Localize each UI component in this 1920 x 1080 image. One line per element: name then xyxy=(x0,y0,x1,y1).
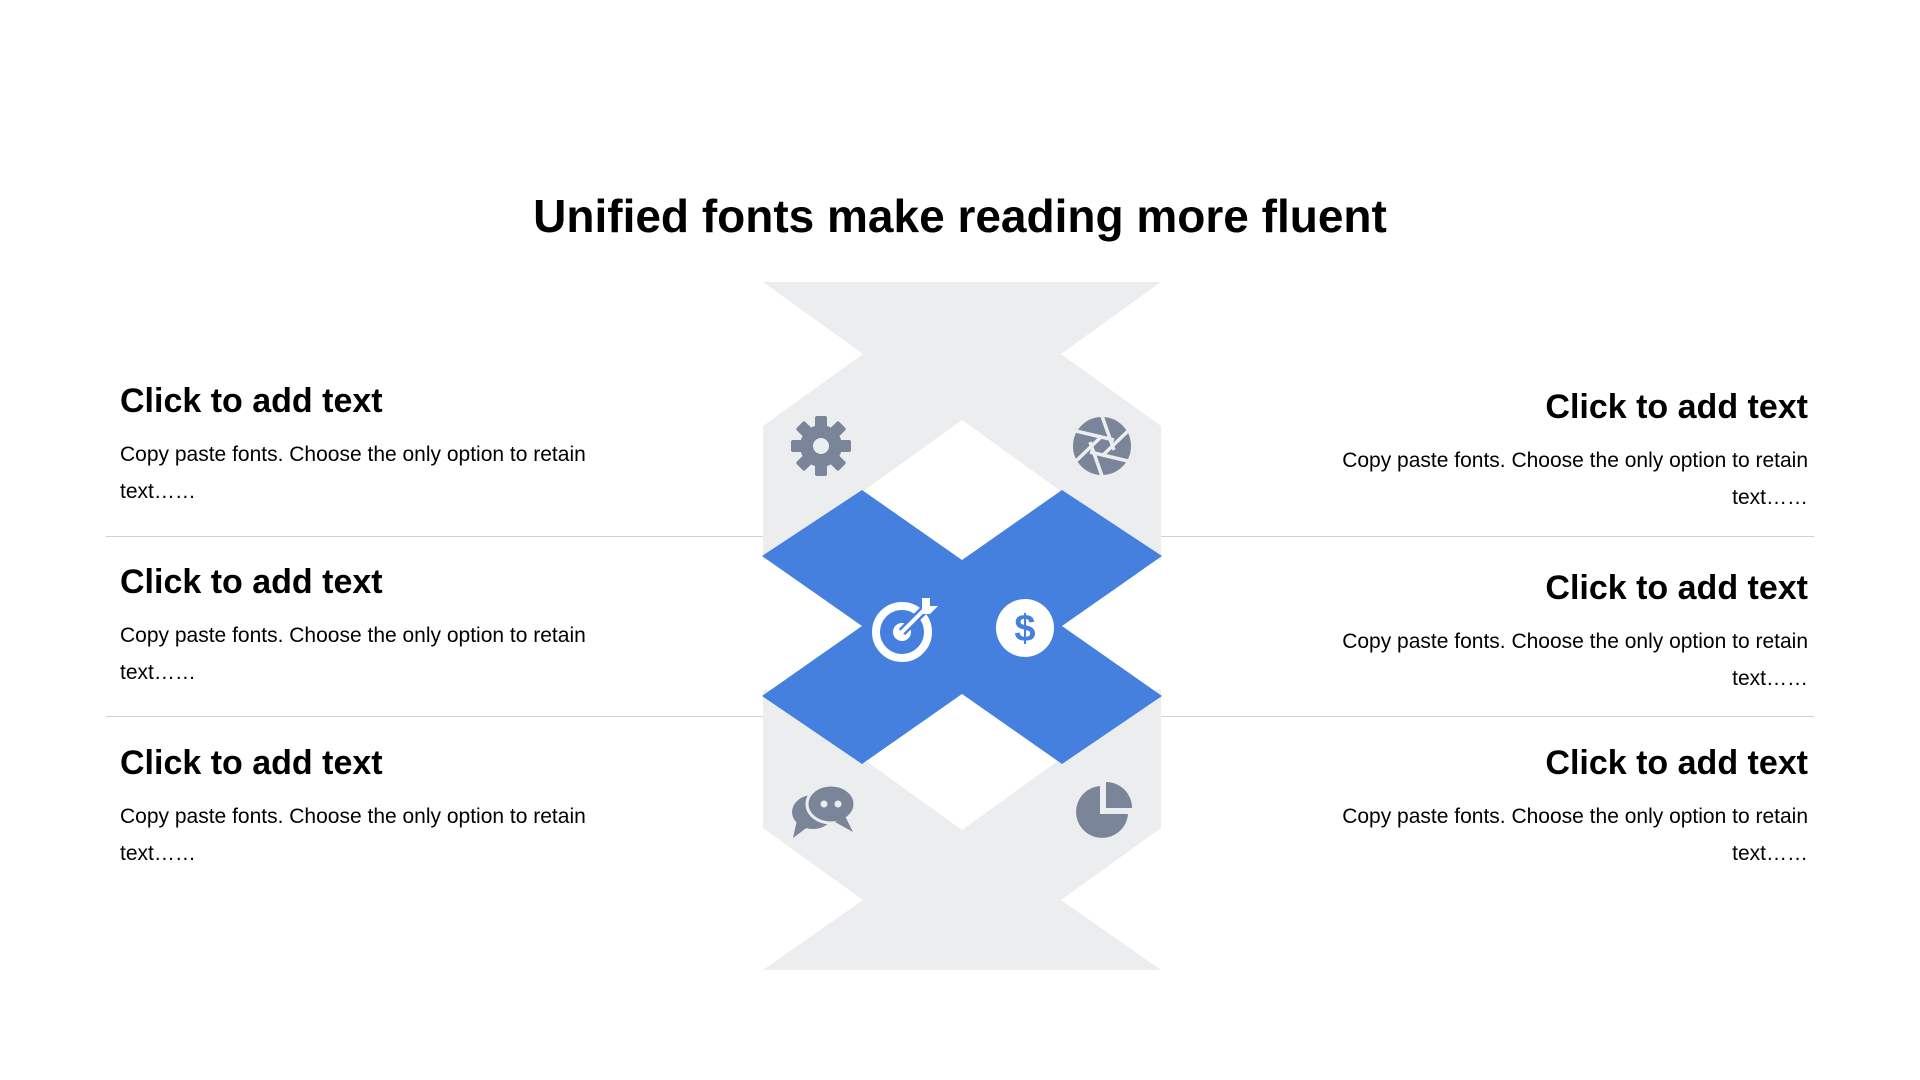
left-item-3: Click to add text Copy paste fonts. Choo… xyxy=(120,742,680,872)
left-item-3-heading[interactable]: Click to add text xyxy=(120,744,383,782)
right-item-2-body[interactable]: Copy paste fonts. Choose the only option… xyxy=(1342,630,1808,690)
right-item-1: Click to add text Copy paste fonts. Choo… xyxy=(1248,386,1808,516)
left-item-2-body[interactable]: Copy paste fonts. Choose the only option… xyxy=(120,624,586,684)
left-item-1-heading[interactable]: Click to add text xyxy=(120,382,383,420)
chat-icon xyxy=(792,783,857,838)
right-item-2: Click to add text Copy paste fonts. Choo… xyxy=(1248,567,1808,697)
aperture-icon xyxy=(1071,415,1133,477)
dollar-icon: $ xyxy=(996,599,1054,657)
gear-icon xyxy=(791,416,851,476)
left-item-1-body[interactable]: Copy paste fonts. Choose the only option… xyxy=(120,443,586,503)
blue-cross xyxy=(762,490,1162,764)
left-item-2: Click to add text Copy paste fonts. Choo… xyxy=(120,561,680,691)
right-item-3-body[interactable]: Copy paste fonts. Choose the only option… xyxy=(1342,805,1808,865)
right-item-3-heading[interactable]: Click to add text xyxy=(1545,744,1808,782)
target-icon xyxy=(872,598,938,662)
svg-text:$: $ xyxy=(1014,608,1035,650)
left-item-3-body[interactable]: Copy paste fonts. Choose the only option… xyxy=(120,805,586,865)
pie-chart-icon xyxy=(1076,782,1132,838)
right-item-3: Click to add text Copy paste fonts. Choo… xyxy=(1248,742,1808,872)
right-item-1-heading[interactable]: Click to add text xyxy=(1545,388,1808,426)
right-item-2-heading[interactable]: Click to add text xyxy=(1545,569,1808,607)
left-item-1: Click to add text Copy paste fonts. Choo… xyxy=(120,380,680,510)
slide-title: Unified fonts make reading more fluent xyxy=(533,190,1387,242)
right-item-1-body[interactable]: Copy paste fonts. Choose the only option… xyxy=(1342,449,1808,509)
left-item-2-heading[interactable]: Click to add text xyxy=(120,563,383,601)
